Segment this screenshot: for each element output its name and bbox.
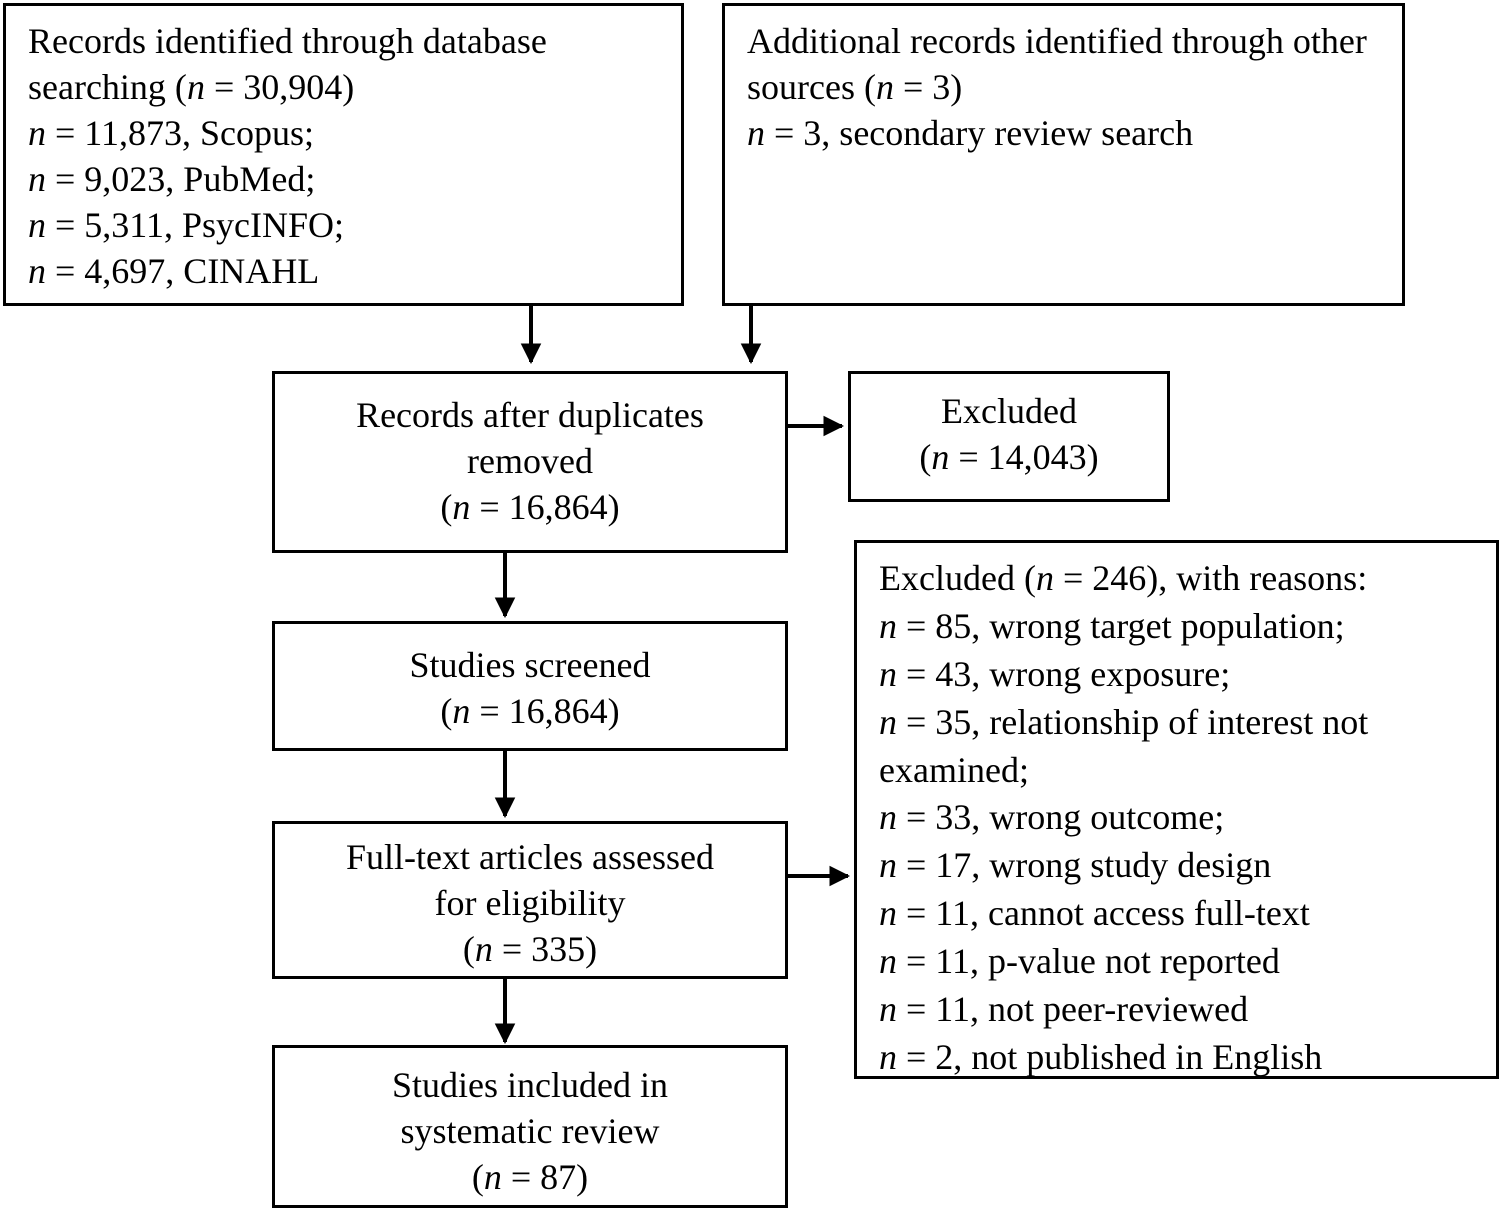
box-fulltext-articles-assessed-text: Full-text articles assessed for eligibil… [346,837,714,970]
statistic-symbol-n: n [28,251,46,292]
statistic-symbol-n: n [879,1036,897,1077]
statistic-symbol-n: n [28,113,46,154]
statistic-symbol-n: n [452,691,471,732]
box-studies-screened-text: Studies screened (n = 16,864) [409,645,651,732]
box-records-identified-other-sources: Additional records identified through ot… [722,3,1405,306]
box-records-after-duplicates-removed-text: Records after duplicates removed (n = 16… [356,395,704,528]
box-studies-included-text: Studies included in systematic review (n… [392,1065,668,1198]
box-excluded-duplicates: Excluded (n = 14,043) [848,371,1170,502]
box-records-after-duplicates-removed: Records after duplicates removed (n = 16… [272,371,788,553]
box-excluded-with-reasons: Excluded (n = 246), with reasons: n = 85… [854,540,1499,1079]
statistic-symbol-n: n [879,941,897,981]
statistic-symbol-n: n [452,487,471,528]
statistic-symbol-n: n [879,605,897,646]
statistic-symbol-n: n [483,1157,502,1198]
statistic-symbol-n: n [879,701,897,742]
box-records-identified-database: Records identified through database sear… [3,3,684,306]
statistic-symbol-n: n [879,988,897,1029]
statistic-symbol-n: n [28,159,46,200]
statistic-symbol-n: n [879,797,897,838]
statistic-symbol-n: n [879,653,897,694]
statistic-symbol-n: n [474,929,493,970]
statistic-symbol-n: n [1035,558,1054,598]
box-records-identified-database-text: Records identified through database sear… [28,21,547,292]
statistic-symbol-n: n [28,205,46,246]
box-studies-included: Studies included in systematic review (n… [272,1045,788,1208]
box-fulltext-articles-assessed: Full-text articles assessed for eligibil… [272,821,788,979]
statistic-symbol-n: n [186,67,205,108]
box-excluded-with-reasons-text: Excluded (n = 246), with reasons: n = 85… [879,558,1369,1077]
statistic-symbol-n: n [875,67,894,108]
box-records-identified-other-sources-text: Additional records identified through ot… [747,21,1367,154]
box-studies-screened: Studies screened (n = 16,864) [272,621,788,751]
statistic-symbol-n: n [747,113,765,154]
box-excluded-duplicates-text: Excluded (n = 14,043) [919,391,1099,478]
statistic-symbol-n: n [931,437,950,478]
statistic-symbol-n: n [879,845,897,886]
statistic-symbol-n: n [879,893,897,934]
